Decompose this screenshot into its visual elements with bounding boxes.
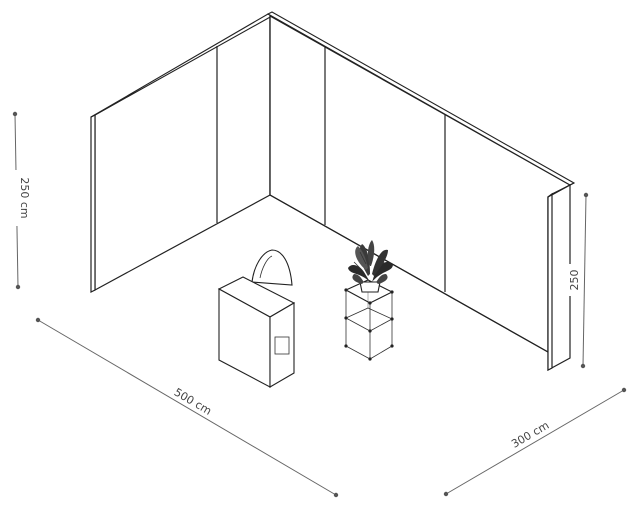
plant-pot	[359, 281, 381, 293]
plant-leaves	[348, 240, 393, 284]
dimension-height-right: 250	[567, 192, 589, 369]
reception-counter	[217, 249, 296, 388]
back-left-wall	[90, 13, 274, 293]
height-left-label: 250 cm	[18, 177, 31, 218]
back-right-wall	[266, 11, 576, 354]
depth-right-label: 300 cm	[509, 419, 551, 451]
plant-stand	[344, 240, 394, 361]
dimension-depth-right: 300 cm	[443, 387, 627, 497]
chair	[251, 249, 293, 286]
dimension-height-left: 250 cm	[9, 111, 31, 290]
right-return-wall	[547, 182, 575, 372]
height-right-label: 250	[568, 270, 581, 291]
